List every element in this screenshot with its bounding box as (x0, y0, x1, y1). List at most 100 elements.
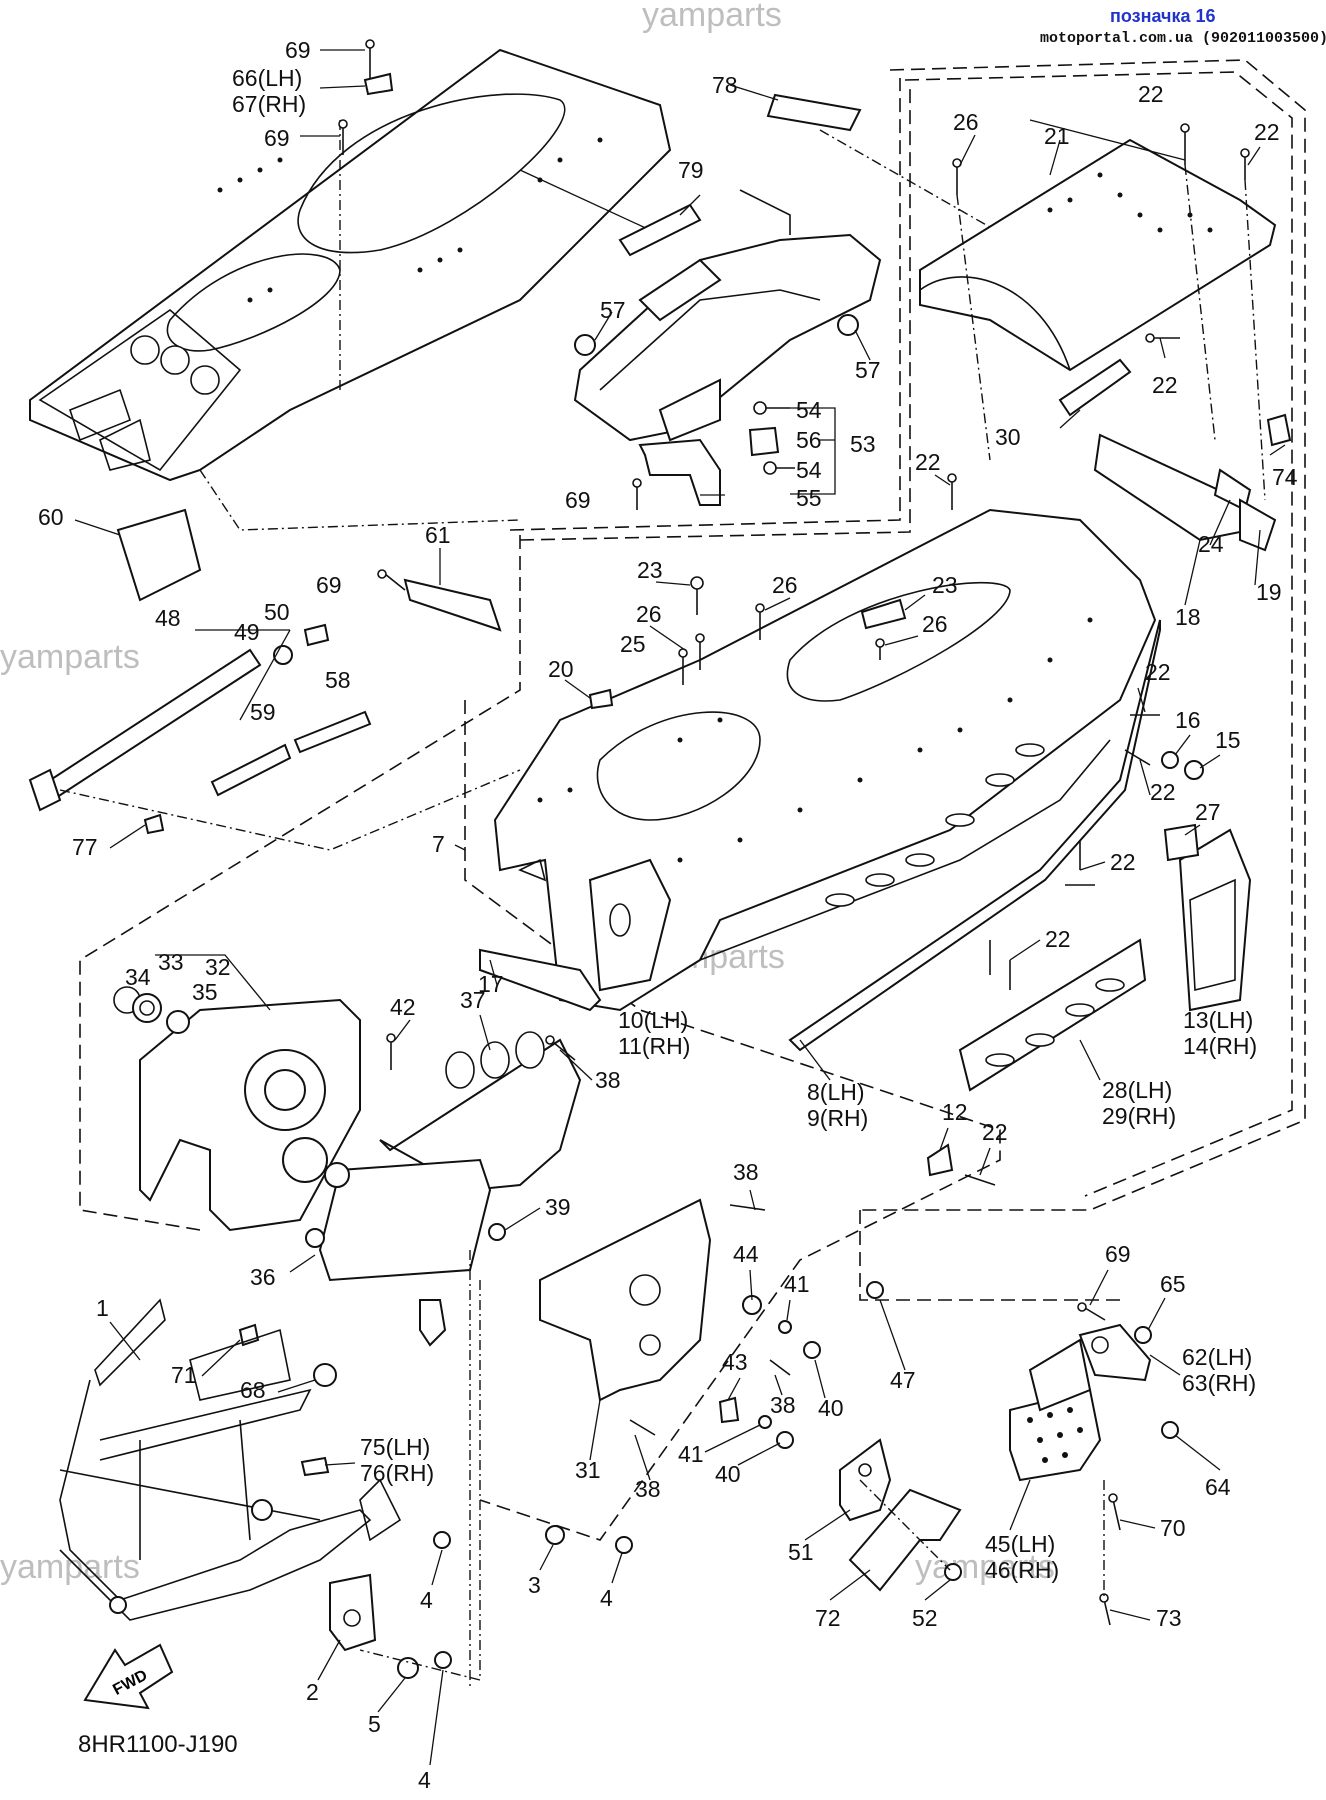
part-20-bracket[interactable] (588, 688, 614, 710)
callout-26[interactable]: 26 (772, 572, 798, 598)
part-61-bracket[interactable] (403, 578, 502, 632)
part-39-bolt[interactable] (488, 1223, 506, 1241)
part-22-rivet-m4[interactable] (989, 940, 1011, 990)
callout-76[interactable]: 76(RH) (360, 1460, 434, 1486)
callout-23[interactable]: 23 (637, 557, 663, 583)
part-13-bracket[interactable] (1178, 828, 1252, 1012)
callout-63[interactable]: 63(RH) (1182, 1370, 1256, 1396)
part-22-rivet-r2[interactable] (1240, 148, 1250, 180)
part-38-rivet-c[interactable] (769, 1359, 791, 1376)
callout-66[interactable]: 66(LH) (232, 65, 302, 91)
callout-51[interactable]: 51 (788, 1539, 814, 1565)
part-52-bolt[interactable] (944, 1563, 962, 1581)
callout-2[interactable]: 2 (306, 1679, 319, 1705)
callout-40[interactable]: 40 (715, 1461, 741, 1487)
callout-25[interactable]: 25 (620, 631, 646, 657)
part-54-bolt-top[interactable] (753, 401, 790, 415)
seat-bracket-assembly[interactable] (573, 189, 882, 442)
part-26-rivet-b[interactable] (755, 603, 765, 640)
part-4-bolt-c[interactable] (434, 1651, 452, 1669)
part-25-rivet[interactable] (678, 648, 688, 685)
callout-54[interactable]: 54 (796, 457, 822, 483)
callout-55[interactable]: 55 (796, 485, 822, 511)
callout-4[interactable]: 4 (420, 1587, 433, 1613)
callout-42[interactable]: 42 (390, 994, 416, 1020)
part-79-strip[interactable] (618, 203, 702, 257)
part-42-rivet[interactable] (386, 1033, 396, 1070)
callout-23[interactable]: 23 (932, 572, 958, 598)
callout-73[interactable]: 73 (1156, 1605, 1182, 1631)
part-69-rivet-2[interactable] (338, 119, 348, 155)
part-23-bracket-b[interactable] (860, 598, 907, 630)
callout-70[interactable]: 70 (1160, 1515, 1186, 1541)
callout-26[interactable]: 26 (636, 601, 662, 627)
part-4-bolt-b[interactable] (615, 1536, 633, 1554)
header-site[interactable]: motoportal.com.ua (902011003500) (1040, 30, 1326, 47)
part-1-front-frame[interactable] (59, 1298, 402, 1621)
callout-43[interactable]: 43 (722, 1349, 748, 1375)
callout-57[interactable]: 57 (855, 357, 881, 383)
part-2-bracket[interactable] (329, 1573, 377, 1652)
callout-13[interactable]: 13(LH) (1183, 1007, 1253, 1033)
callout-61[interactable]: 61 (425, 522, 451, 548)
part-48-steering-column[interactable] (28, 648, 262, 812)
part-38-rivet-b[interactable] (729, 1204, 766, 1211)
callout-31[interactable]: 31 (575, 1457, 601, 1483)
part-41-washer-a[interactable] (778, 1320, 792, 1334)
callout-69[interactable]: 69 (565, 487, 591, 513)
part-30-guard[interactable] (1058, 358, 1132, 417)
part-68-grommet[interactable] (313, 1363, 337, 1387)
callout-29[interactable]: 29(RH) (1102, 1103, 1176, 1129)
callout-39[interactable]: 39 (545, 1194, 571, 1220)
part-23-stud-a[interactable] (690, 576, 704, 615)
part-71-clip[interactable] (238, 1323, 260, 1347)
part-26-rivet-c[interactable] (875, 638, 885, 660)
part-22-rivet-m3[interactable] (1065, 840, 1095, 886)
callout-67[interactable]: 67(RH) (232, 91, 306, 117)
part-36-heat-exchanger[interactable] (305, 1158, 492, 1347)
callout-22[interactable]: 22 (1152, 372, 1178, 398)
part-65-bolt[interactable] (1134, 1326, 1152, 1344)
part-60-plate[interactable] (116, 508, 202, 602)
callout-71[interactable]: 71 (171, 1362, 197, 1388)
part-10-bracket[interactable] (588, 858, 672, 992)
part-22-rivet-r3[interactable] (1145, 333, 1180, 343)
callout-22[interactable]: 22 (915, 449, 941, 475)
callout-28[interactable]: 28(LH) (1102, 1077, 1172, 1103)
callout-32[interactable]: 32 (205, 954, 231, 980)
part-77-tab[interactable] (143, 813, 165, 835)
header-label[interactable]: позначка 16 (1110, 6, 1216, 26)
callout-33[interactable]: 33 (158, 949, 184, 975)
part-31-front-plate[interactable] (539, 1198, 712, 1402)
part-47-bolt[interactable] (866, 1281, 884, 1299)
callout-54[interactable]: 54 (796, 397, 822, 423)
part-69-rivet-r[interactable] (1077, 1302, 1106, 1321)
callout-10[interactable]: 10(LH) (618, 1007, 688, 1033)
callout-18[interactable]: 18 (1175, 604, 1201, 630)
callout-47[interactable]: 47 (890, 1367, 916, 1393)
part-51-bracket[interactable] (839, 1438, 892, 1522)
part-8-rail[interactable] (788, 619, 1161, 1052)
callout-68[interactable]: 68 (240, 1377, 266, 1403)
callout-11[interactable]: 11(RH) (618, 1033, 690, 1059)
part-45-step-bracket[interactable] (1009, 1338, 1102, 1482)
part-28-side-panel[interactable] (958, 938, 1147, 1092)
part-12-bracket[interactable] (926, 1143, 954, 1177)
part-59-strip[interactable] (210, 743, 292, 797)
callout-79[interactable]: 79 (678, 157, 704, 183)
callout-1[interactable]: 1 (96, 1295, 109, 1321)
callout-46[interactable]: 46(RH) (985, 1557, 1059, 1583)
part-40-bolt-a[interactable] (803, 1341, 821, 1359)
callout-9[interactable]: 9(RH) (807, 1105, 868, 1131)
callout-35[interactable]: 35 (192, 979, 218, 1005)
callout-45[interactable]: 45(LH) (985, 1531, 1055, 1557)
callout-74[interactable]: 74 (1272, 464, 1298, 490)
callout-26[interactable]: 26 (922, 611, 948, 637)
callout-22[interactable]: 22 (1145, 659, 1171, 685)
callout-57[interactable]: 57 (600, 297, 626, 323)
callout-72[interactable]: 72 (815, 1605, 841, 1631)
callout-22[interactable]: 22 (1138, 81, 1164, 107)
part-69-rivet-m[interactable] (632, 478, 642, 510)
callout-77[interactable]: 77 (72, 834, 98, 860)
callout-15[interactable]: 15 (1215, 727, 1241, 753)
